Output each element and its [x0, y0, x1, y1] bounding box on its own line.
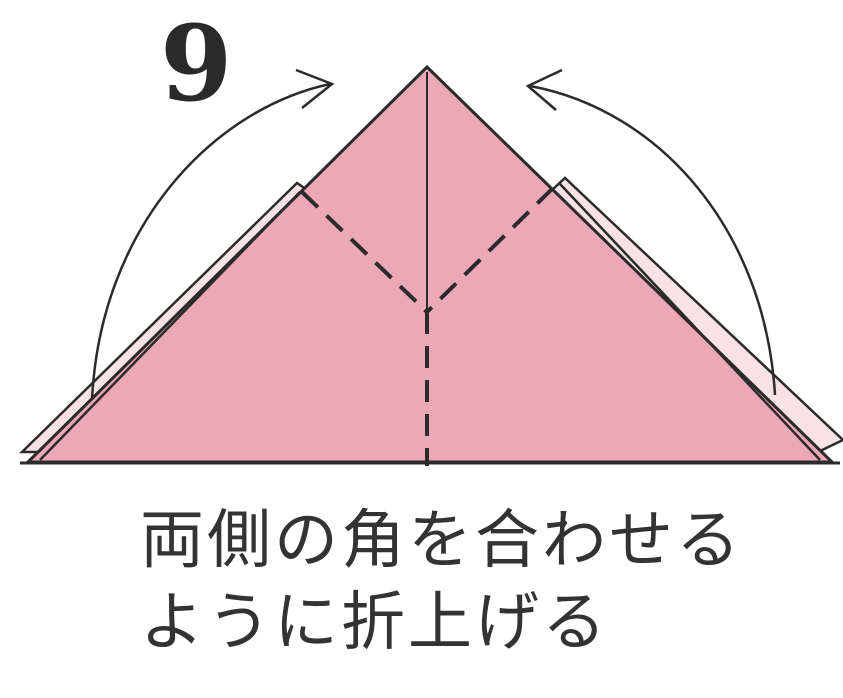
right-flap-edge — [559, 183, 821, 461]
left-flap-edge — [39, 191, 301, 461]
valley-fold-lines — [300, 186, 555, 466]
paper-triangle — [24, 64, 836, 464]
step-number: 9 — [160, 2, 233, 125]
instruction-text: 両側の角を合わせる ように折上げる — [140, 500, 743, 664]
instruction-line-1: 両側の角を合わせる — [140, 504, 743, 578]
curved-arrow-left-icon — [90, 68, 335, 401]
curved-arrow-right-icon — [525, 68, 777, 396]
instruction-line-2: ように折上げる — [140, 586, 609, 660]
